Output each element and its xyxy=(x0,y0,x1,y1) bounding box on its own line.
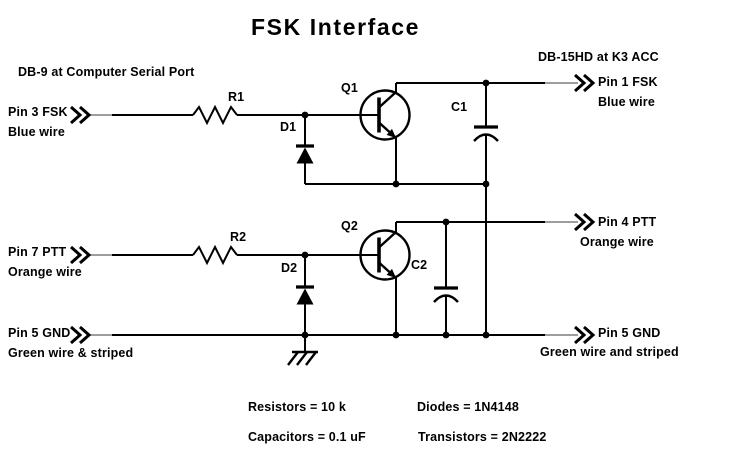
note-diodes: Diodes = 1N4148 xyxy=(417,400,519,414)
ground-symbol-icon xyxy=(287,350,318,366)
input-pin3-fsk-label: Pin 3 FSK xyxy=(8,105,68,119)
page-title: FSK Interface xyxy=(251,14,421,40)
input-connector-icon-gnd xyxy=(70,325,92,345)
label-r1: R1 xyxy=(228,90,245,104)
resistor-r1-symbol xyxy=(192,104,238,126)
input-pin5-gnd-label: Pin 5 GND xyxy=(8,326,71,340)
capacitor-c1-symbol xyxy=(473,125,499,142)
output-arrow-icon-ptt xyxy=(574,212,596,232)
output-arrow-icon-gnd xyxy=(574,325,596,345)
note-capacitors: Capacitors = 0.1 uF xyxy=(248,430,366,444)
resistor-r2-symbol xyxy=(192,244,238,266)
transistor-q1-symbol xyxy=(359,89,411,141)
input-pin5-wire-label: Green wire & striped xyxy=(8,346,134,360)
diode-d2-symbol xyxy=(296,285,314,305)
connector-leads xyxy=(88,82,578,336)
output-arrow-icon-fsk xyxy=(574,73,596,93)
label-c2: C2 xyxy=(411,258,428,272)
input-pin3-wire-label: Blue wire xyxy=(8,125,65,139)
input-connector-icon-fsk xyxy=(70,105,92,125)
output-pin5-wire-label: Green wire and striped xyxy=(540,345,679,359)
label-q1: Q1 xyxy=(341,81,358,95)
output-pin4-wire-label: Orange wire xyxy=(580,235,654,249)
left-connector-heading: DB-9 at Computer Serial Port xyxy=(18,65,195,79)
diode-d1-symbol xyxy=(296,144,314,164)
capacitor-c2-symbol xyxy=(433,286,459,303)
note-resistors: Resistors = 10 k xyxy=(248,400,346,414)
output-pin1-fsk-label: Pin 1 FSK xyxy=(598,75,658,89)
note-transistors: Transistors = 2N2222 xyxy=(418,430,547,444)
right-connector-heading: DB-15HD at K3 ACC xyxy=(538,50,659,64)
label-q2: Q2 xyxy=(341,219,358,233)
output-pin1-wire-label: Blue wire xyxy=(598,95,655,109)
output-pin4-ptt-label: Pin 4 PTT xyxy=(598,215,657,229)
junction-dots xyxy=(301,79,490,339)
label-r2: R2 xyxy=(230,230,247,244)
label-c1: C1 xyxy=(451,100,468,114)
label-d1: D1 xyxy=(280,120,297,134)
transistor-q2-symbol xyxy=(359,229,411,281)
label-d2: D2 xyxy=(281,261,298,275)
output-pin5-gnd-label: Pin 5 GND xyxy=(598,326,661,340)
wires xyxy=(112,82,545,352)
input-pin7-wire-label: Orange wire xyxy=(8,265,82,279)
input-connector-icon-ptt xyxy=(70,245,92,265)
input-pin7-ptt-label: Pin 7 PTT xyxy=(8,245,67,259)
